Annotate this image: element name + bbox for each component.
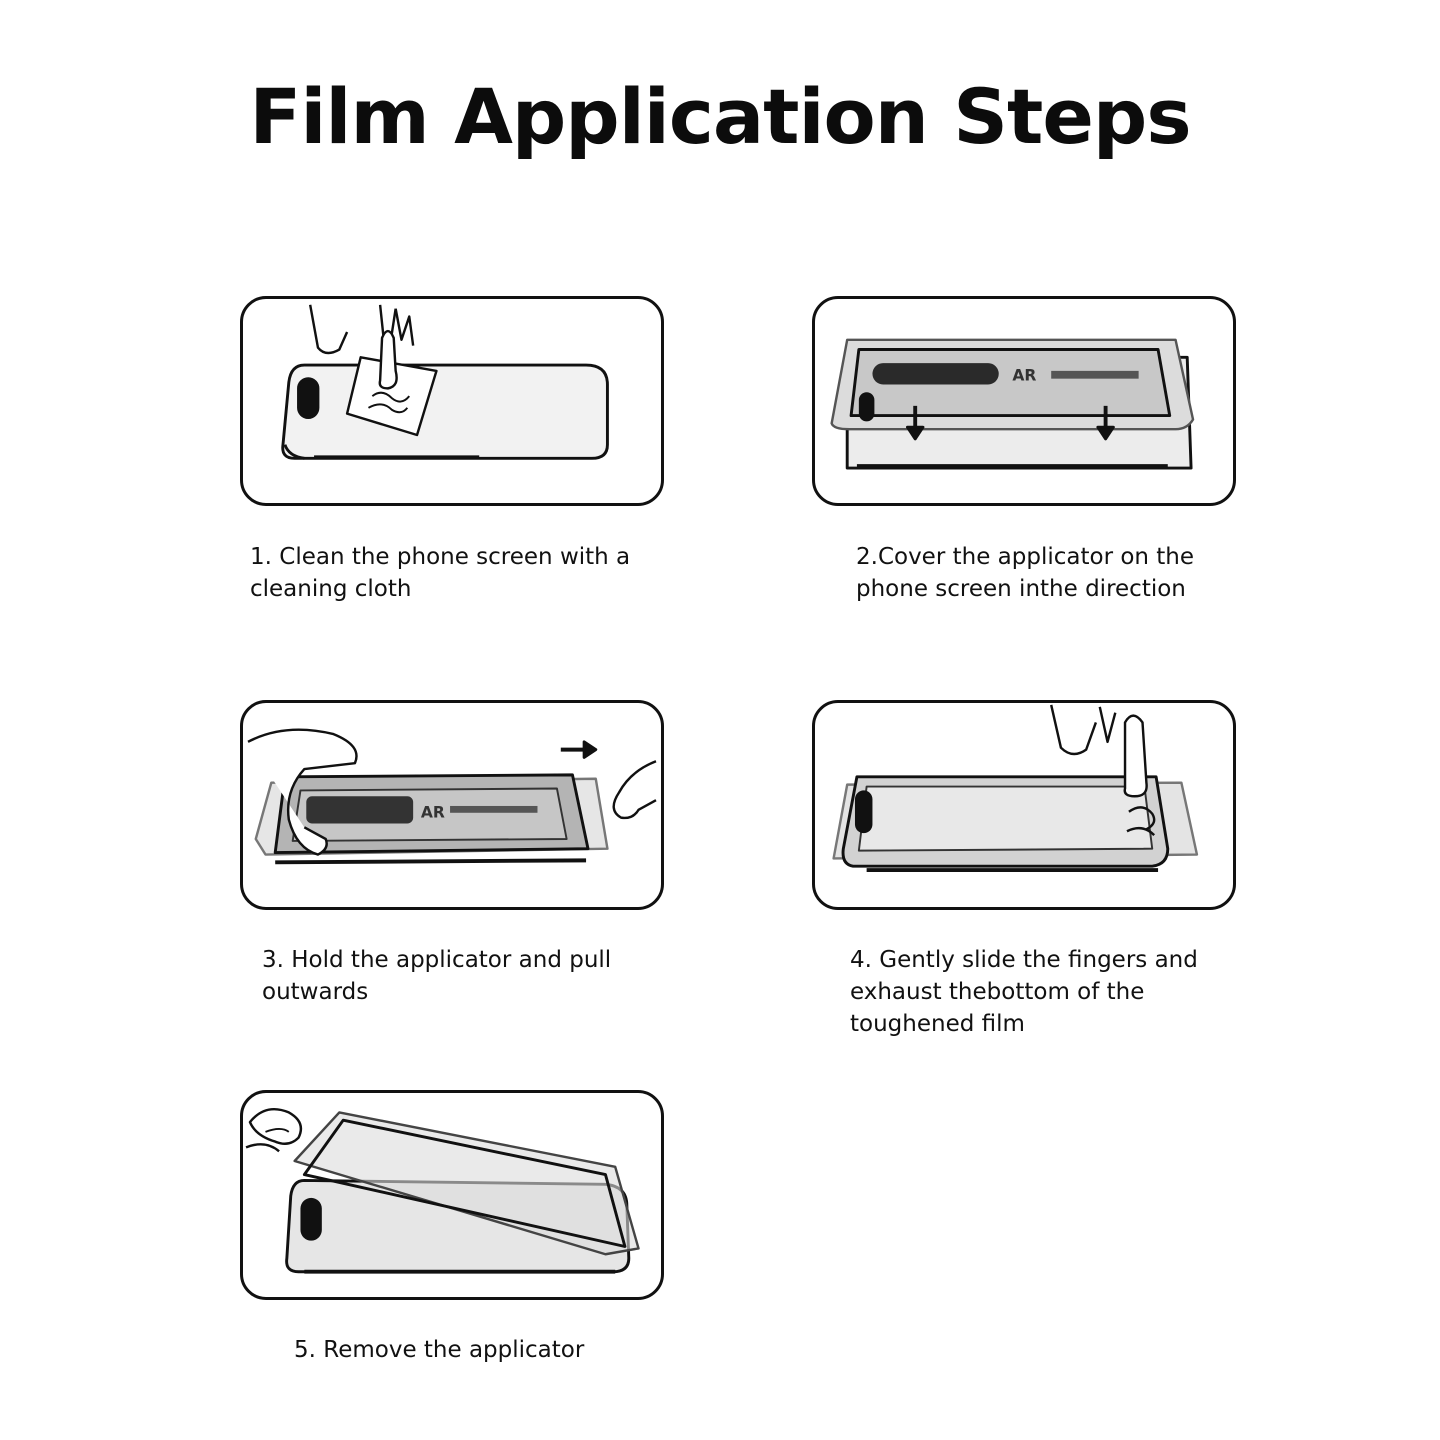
step-2-caption-line: 2.Cover the applicator on the: [856, 544, 1195, 570]
slide-fingers-illustration: [832, 704, 1199, 873]
step-4-caption-line: toughened film: [850, 1011, 1025, 1037]
step-1-caption-line: cleaning cloth: [250, 576, 412, 602]
step-2-caption: 2.Cover the applicator on the phone scre…: [856, 541, 1194, 605]
step-3-caption-line: outwards: [262, 979, 369, 1005]
step-4-caption-line: 4. Gently slide the fingers and: [850, 947, 1198, 973]
step-1-illustration: [240, 296, 664, 506]
step-5-illustration: [240, 1090, 664, 1300]
step-2-applicator-label: AR: [1012, 367, 1036, 385]
step-4-illustration: [812, 700, 1236, 910]
step-2-caption-line: phone screen inthe direction: [856, 576, 1186, 602]
step-2-illustration: AR: [812, 296, 1236, 506]
step-4-caption: 4. Gently slide the fingers and exhaust …: [850, 944, 1198, 1040]
step-3-caption: 3. Hold the applicator and pull outwards: [262, 944, 611, 1008]
step-3-applicator-label: AR: [421, 804, 445, 822]
step-5-caption: 5. Remove the applicator: [294, 1334, 584, 1366]
wipe-screen-illustration: [281, 304, 609, 460]
step-3-illustration: AR: [240, 700, 664, 910]
page-title: Film Application Steps: [249, 72, 1191, 161]
remove-applicator-illustration: [245, 1108, 640, 1274]
pull-applicator-illustration: AR: [247, 728, 657, 865]
step-5-caption-line: 5. Remove the applicator: [294, 1337, 585, 1363]
step-3-caption-line: 3. Hold the applicator and pull: [262, 947, 612, 973]
step-1-caption-line: 1. Clean the phone screen with a: [250, 544, 631, 570]
step-1-caption: 1. Clean the phone screen with a cleanin…: [250, 541, 630, 605]
place-applicator-illustration: AR: [830, 338, 1195, 470]
step-4-caption-line: exhaust thebottom of the: [850, 979, 1145, 1005]
